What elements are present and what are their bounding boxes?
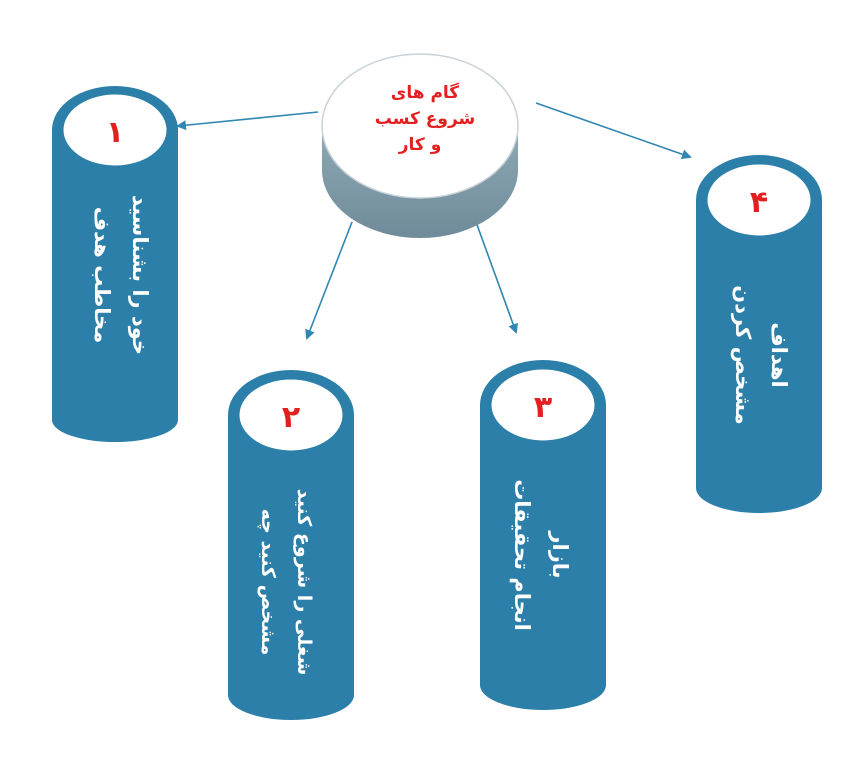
step-4-label-line-1: مشخص کردن xyxy=(731,285,755,424)
hub-title-line-3: و کار xyxy=(398,135,442,155)
step-1-number-disc xyxy=(58,89,172,171)
step-2-label-line-2: شغلی را شروع کنید xyxy=(293,489,315,676)
step-3-number: ۳ xyxy=(534,390,552,425)
step-4-cylinder: ۴ مشخص کردن اهداف xyxy=(696,155,822,513)
step-4-cylinder-bottom xyxy=(696,463,822,513)
arrow-to-step-4 xyxy=(535,102,692,160)
arrow-to-step-1 xyxy=(176,111,319,131)
step-2-cylinder: ۲ مشخص کنید چه شغلی را شروع کنید xyxy=(228,370,354,720)
step-1-label-line-1: مخاطب هدف xyxy=(90,207,114,343)
step-2-cylinder-body xyxy=(228,415,354,695)
step-2-label-line-1: مشخص کنید چه xyxy=(257,509,279,656)
step-3-cylinder-bottom xyxy=(480,660,606,710)
step-1-number: ۱ xyxy=(106,115,124,150)
step-3-cylinder-body xyxy=(480,405,606,685)
step-1-cylinder-bottom xyxy=(52,398,178,442)
step-2-number: ۲ xyxy=(282,400,300,435)
step-1-cylinder-body xyxy=(52,130,178,420)
step-4-cylinder-body xyxy=(696,200,822,488)
hub-title-line-1: گام های xyxy=(391,82,460,103)
arrow-to-step-3 xyxy=(475,221,518,334)
step-4-number: ۴ xyxy=(750,185,768,220)
step-4-label-line-2: اهداف xyxy=(767,322,791,387)
step-1-label-line-2: خود را بشناسید xyxy=(128,195,152,355)
hub-disc-top xyxy=(321,53,519,199)
hub-title-line-2: شروع کسب xyxy=(375,109,476,129)
step-3-cylinder: ۳ انجام تحقیقات بازار xyxy=(480,360,606,710)
step-3-label-line-1: انجام تحقیقات xyxy=(510,479,534,631)
connector-arrows xyxy=(176,102,692,340)
step-1-cylinder: ۱ مخاطب هدف خود را بشناسید xyxy=(52,86,178,442)
step-2-cylinder-bottom xyxy=(228,670,354,720)
step-2-number-disc xyxy=(234,374,348,456)
step-3-number-disc xyxy=(486,364,600,446)
hub-disc: گام های شروع کسب و کار xyxy=(321,53,519,238)
step-4-number-disc xyxy=(702,159,816,241)
arrow-to-step-2 xyxy=(305,221,353,340)
step-3-label-line-2: بازار xyxy=(548,530,572,578)
